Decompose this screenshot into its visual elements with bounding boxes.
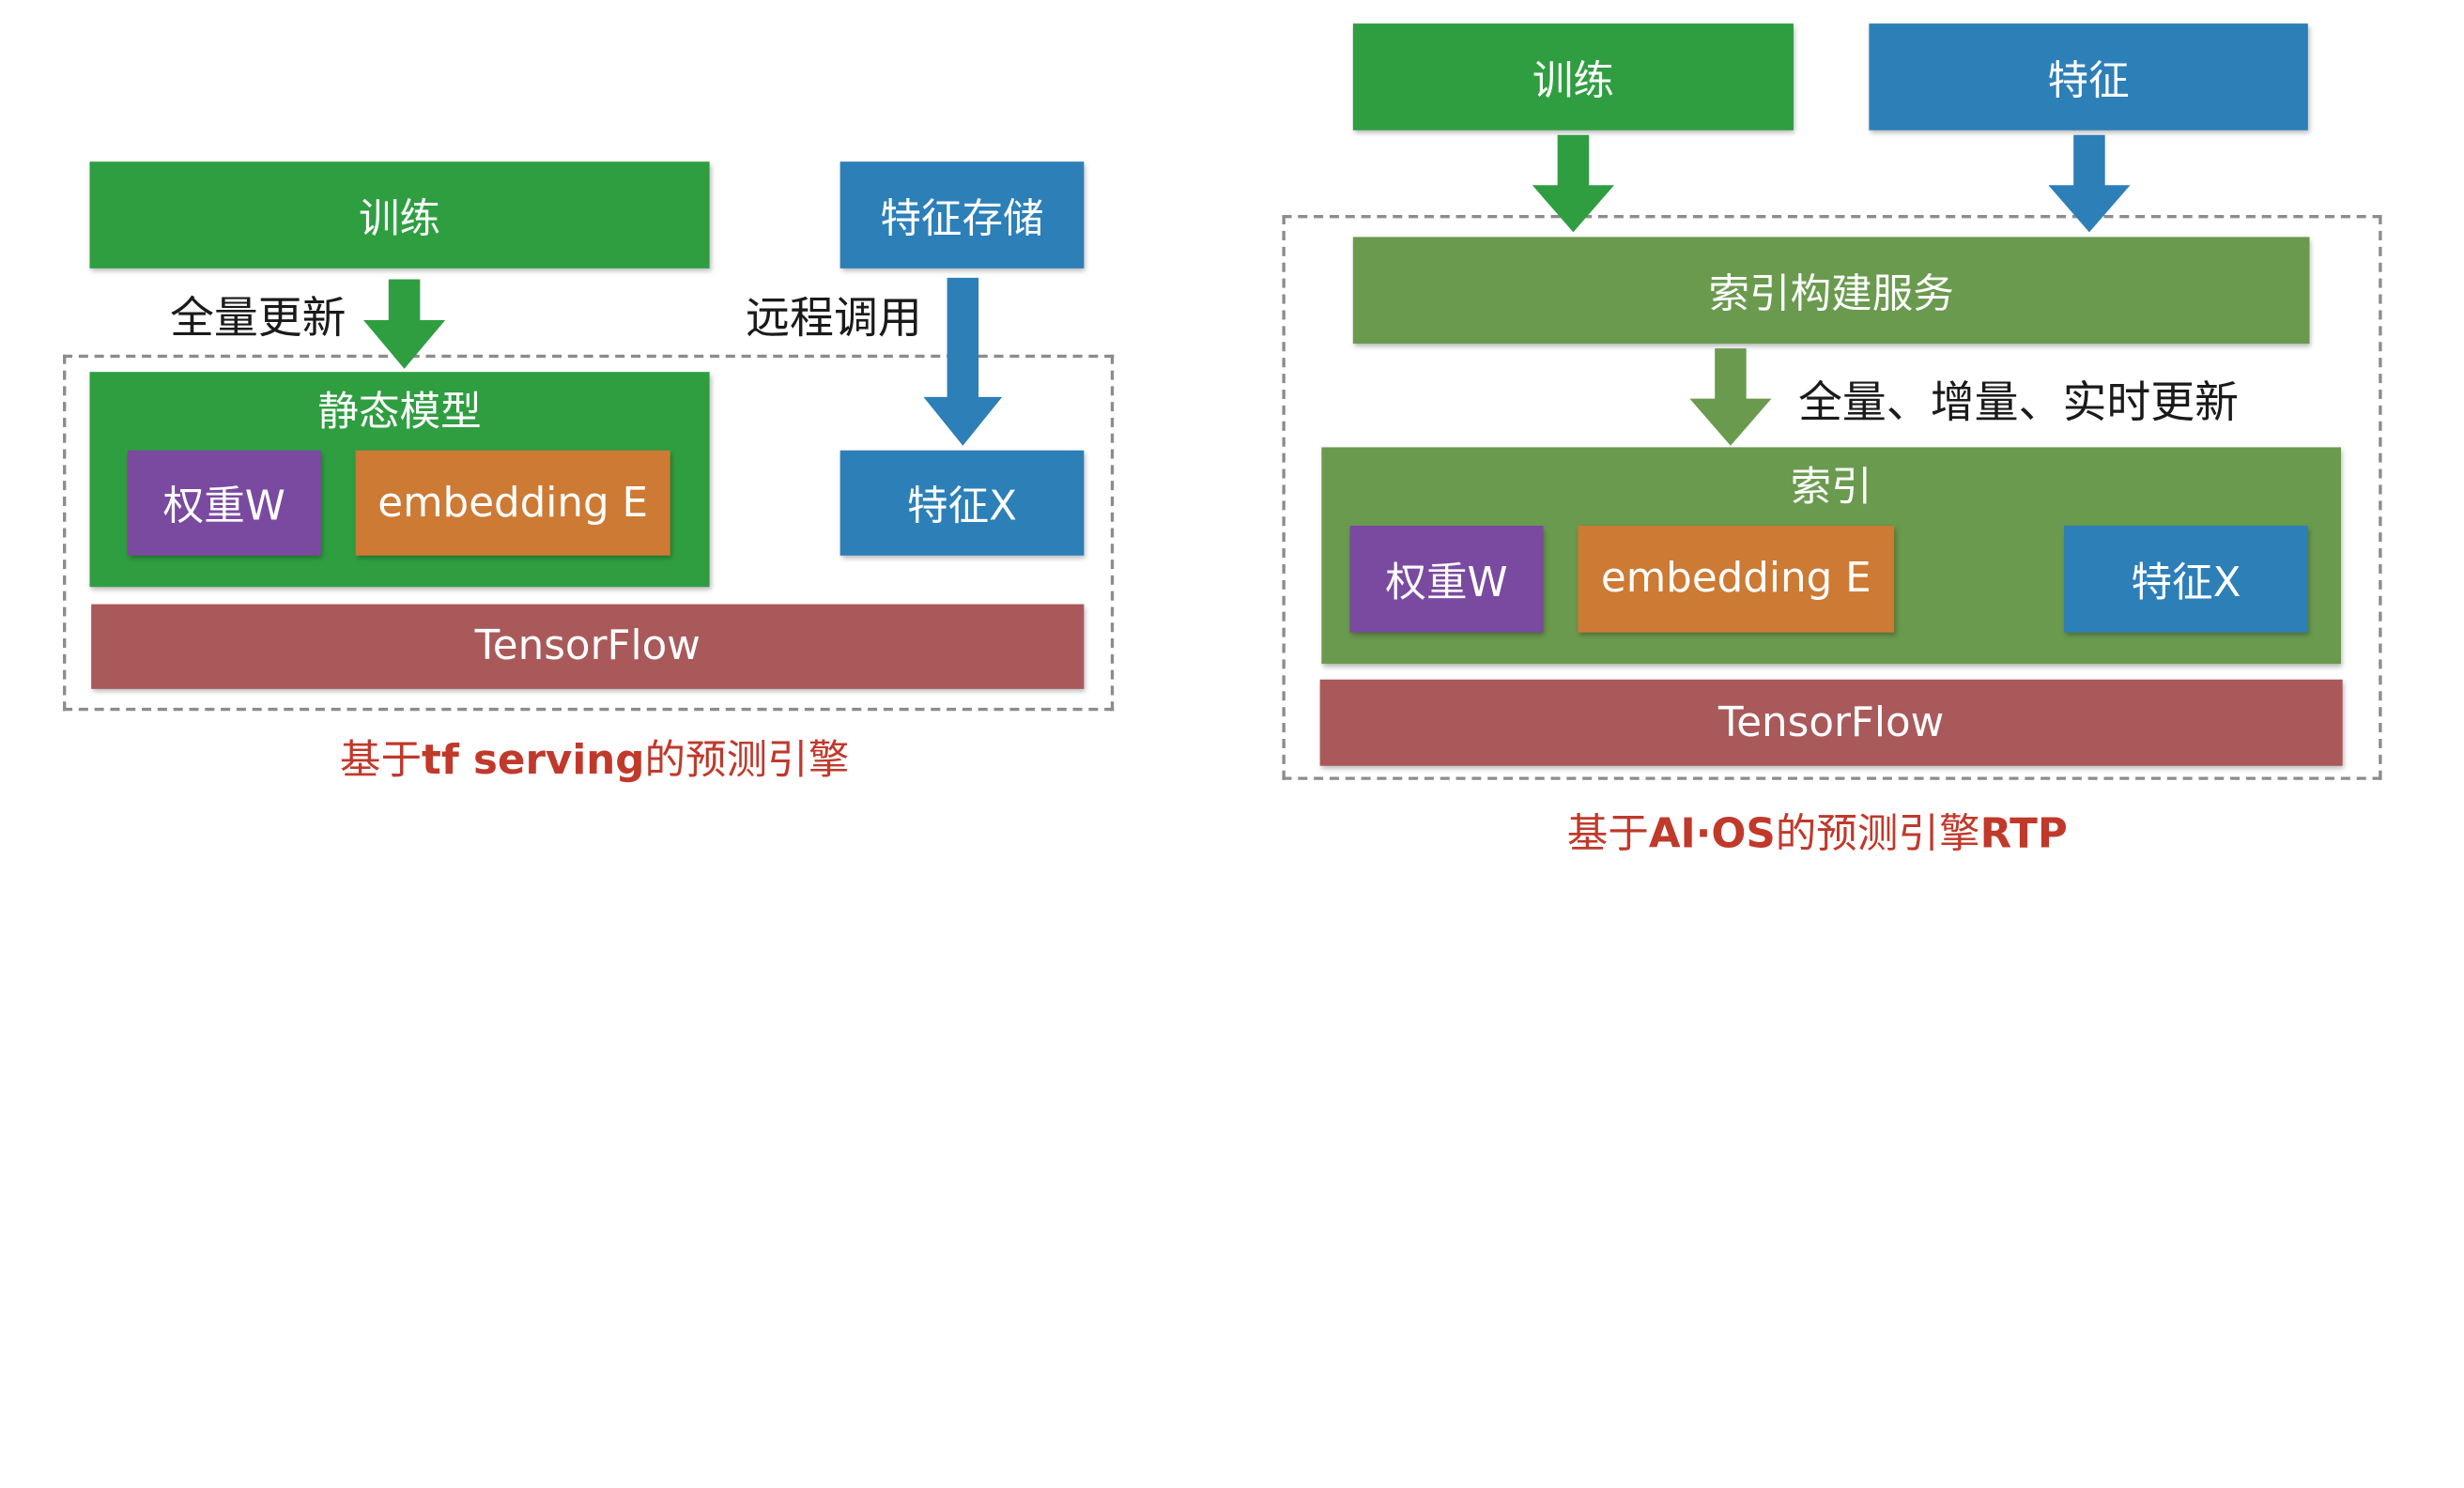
right-feature-x-label: 特征X (2131, 559, 2241, 607)
left-remote-call-label: 远程调用 (746, 291, 922, 345)
left-embedding-box: embedding E (355, 450, 670, 556)
left-feature-store-label: 特征存储 (880, 195, 1044, 243)
left-caption-prefix: 基于 (339, 737, 423, 785)
right-caption-bold: AI·OS (1648, 811, 1776, 859)
right-index-label: 索引 (1790, 464, 1872, 512)
right-feature-label: 特征 (2047, 57, 2130, 105)
right-update-label: 全量、增量、实时更新 (1797, 376, 2240, 429)
left-caption: 基于tf serving的预测引擎 (340, 729, 849, 787)
left-runtime-boundary (63, 354, 1115, 712)
left-full-update-arrow (363, 279, 446, 369)
right-embedding-label: embedding E (1600, 555, 1871, 603)
right-caption-prefix: 基于 (1566, 811, 1649, 859)
right-runtime-boundary (1282, 215, 2382, 780)
right-tensorflow-label: TensorFlow (1718, 698, 1945, 746)
right-tensorflow-box: TensorFlow (1319, 679, 2343, 766)
right-feature-x-box: 特征X (2064, 525, 2308, 633)
left-caption-suffix: 的预测引擎 (644, 737, 850, 785)
left-feature-label: 特征X (907, 483, 1017, 531)
left-tensorflow-label: TensorFlow (474, 622, 701, 670)
left-weight-box: 权重W (127, 450, 321, 556)
right-train-arrow (1532, 134, 1614, 233)
left-embedding-label: embedding E (377, 479, 649, 527)
right-feature-box: 特征 (1869, 23, 2308, 130)
left-remote-call-arrow (923, 277, 1003, 446)
right-caption-mid: 的预测引擎 (1775, 811, 1980, 859)
left-weight-label: 权重W (162, 483, 285, 531)
left-train-label: 训练 (358, 195, 441, 243)
right-feature-arrow (2048, 134, 2131, 233)
right-weight-box: 权重W (1349, 525, 1544, 633)
left-train-box: 训练 (89, 161, 710, 268)
right-train-label: 训练 (1532, 57, 1614, 105)
right-weight-label: 权重W (1385, 559, 1508, 607)
right-caption-bold-suffix: RTP (1979, 811, 2068, 859)
left-full-update-label: 全量更新 (169, 291, 346, 345)
left-feature-box: 特征X (839, 450, 1085, 556)
right-index-service-box: 索引构建服务 (1352, 237, 2310, 345)
right-caption: 基于AI·OS的预测引擎RTP (1567, 802, 2068, 860)
right-update-arrow (1689, 348, 1772, 446)
left-static-model-label: 静态模型 (317, 389, 482, 437)
right-index-service-label: 索引构建服务 (1708, 270, 1954, 318)
left-caption-bold: tf serving (422, 737, 645, 785)
right-train-box: 训练 (1352, 23, 1794, 130)
left-tensorflow-box: TensorFlow (91, 604, 1085, 689)
left-feature-store-box: 特征存储 (839, 161, 1085, 268)
right-embedding-box: embedding E (1578, 525, 1895, 633)
